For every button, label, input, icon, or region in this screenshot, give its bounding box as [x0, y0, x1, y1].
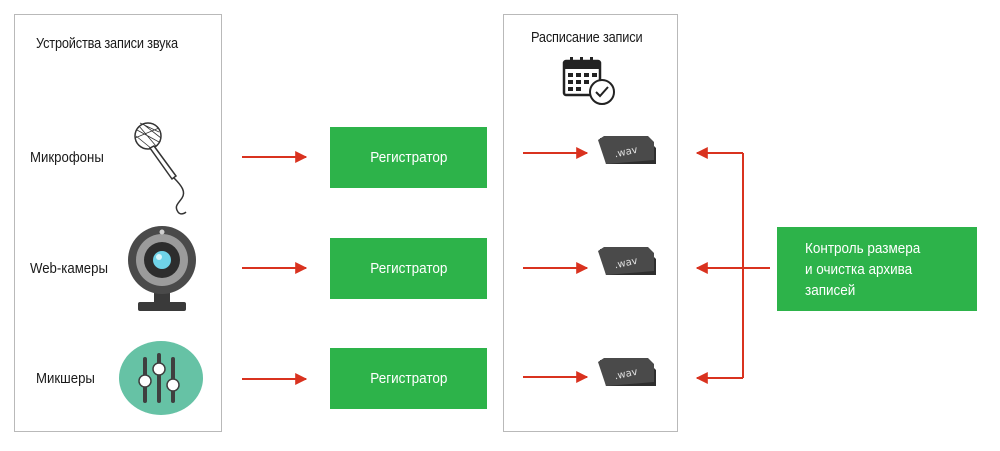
devices-panel-title: Устройства записи звука — [36, 36, 178, 52]
calendar-clock-icon — [562, 57, 615, 105]
wav-file-icon-2: .wav — [598, 247, 656, 275]
recorder-box-3: Регистратор — [330, 348, 487, 409]
device-label-mixers: Микшеры — [36, 370, 95, 387]
schedule-panel-title: Расписание записи — [531, 30, 643, 46]
wav-file-label-1: .wav — [614, 145, 639, 161]
microphone-icon — [134, 122, 187, 215]
recorder-label-2: Регистратор — [369, 260, 448, 277]
recorder-box-1: Регистратор — [330, 127, 487, 188]
recorder-box-2: Регистратор — [330, 238, 487, 299]
recorder-label-3: Регистратор — [369, 370, 448, 387]
recorder-label-1: Регистратор — [369, 149, 448, 166]
archive-control-line-2: и очистка архива записей — [805, 260, 913, 299]
device-label-microphones: Микрофоны — [30, 149, 104, 166]
webcam-icon — [128, 226, 196, 311]
wav-file-icon-1: .wav — [598, 136, 656, 164]
wav-file-label-2: .wav — [614, 256, 639, 272]
archive-control-line-1: Контроль размера — [805, 239, 921, 257]
device-label-webcams: Web-камеры — [30, 260, 108, 277]
mixer-icon — [119, 341, 203, 415]
wav-file-icon-3: .wav — [598, 358, 656, 386]
wav-file-label-3: .wav — [614, 367, 639, 383]
archive-control-box: Контроль размера и очистка архива записе… — [777, 227, 977, 311]
